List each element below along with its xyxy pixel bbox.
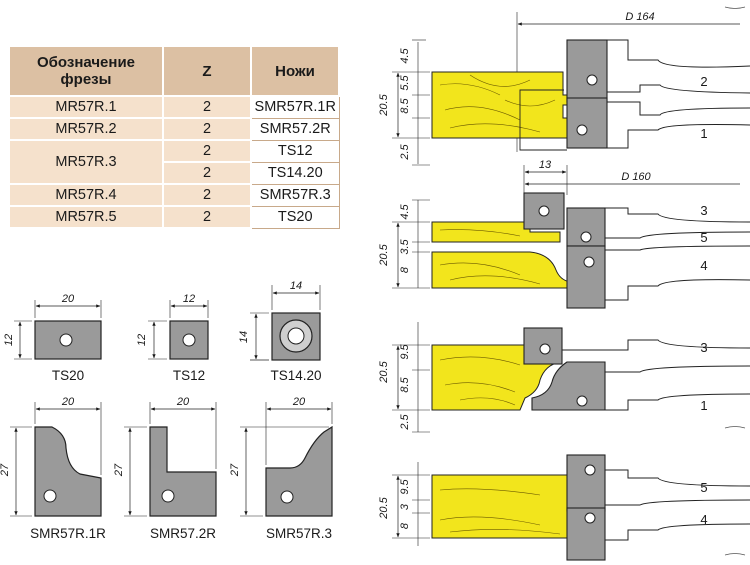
header-z: Z: [163, 47, 252, 97]
table-row: 2 TS14.20: [10, 161, 340, 185]
z-cell: 2: [163, 184, 252, 207]
header-knives: Ножи: [251, 47, 340, 97]
dim-height: 12: [3, 334, 15, 346]
z-cell: 2: [163, 206, 252, 229]
part-number: 1: [700, 126, 707, 141]
part-number: 3: [700, 340, 707, 355]
part-number: 2: [700, 74, 707, 89]
dim: 8: [399, 522, 411, 529]
dim-height: 27: [113, 463, 125, 477]
knife-cell: SMR57R.1R: [250, 95, 340, 119]
dim-total: 20.5: [378, 93, 390, 116]
assembly-4: 5 4 20.5 9.5 3 8: [378, 454, 750, 561]
knife-label: TS20: [52, 368, 84, 383]
dim-height: 12: [136, 334, 148, 346]
designation-cell: MR57R.2: [10, 118, 164, 141]
z-cell: 2: [163, 118, 252, 141]
dim: 2.5: [399, 413, 411, 430]
cutter-spec-table: Обозначение фрезы Z Ножи MR57R.1 2 SMR57…: [10, 47, 340, 229]
knife-label: TS12: [173, 368, 205, 383]
header-designation: Обозначение фрезы: [10, 47, 164, 97]
dim: 3.5: [399, 238, 411, 254]
dim-total: 20.5: [378, 496, 390, 519]
table-row: MR57R.5 2 TS20: [10, 205, 340, 229]
knife-label: SMR57.2R: [150, 526, 216, 541]
z-cell: 2: [163, 140, 252, 163]
dim-offset: 13: [539, 159, 552, 171]
dim: 5.5: [399, 74, 411, 90]
designation-cell: MR57R.3: [10, 140, 164, 185]
assembly-2: 13 D 160 3 5 4 20.5 4.5 3.5 8: [378, 159, 750, 309]
dim: 8: [399, 266, 411, 273]
part-number: 5: [700, 480, 707, 495]
dim-height: 27: [229, 463, 241, 477]
knife-smr57r-1r: 20 27 SMR57R.1R: [0, 396, 106, 541]
dim: 9.5: [399, 478, 411, 494]
z-cell: 2: [163, 162, 252, 185]
dim: 2.5: [399, 143, 411, 160]
knife-cell: SMR57R.3: [250, 183, 340, 207]
designation-cell: MR57R.5: [10, 206, 164, 229]
table-row: MR57R.3 2 TS12: [10, 139, 340, 185]
knife-ts20: 20 12 TS20: [3, 293, 102, 383]
dim-width: 20: [176, 396, 190, 408]
dim: 3: [399, 503, 411, 510]
dim-height: 14: [238, 331, 250, 343]
dim: 4.5: [399, 203, 411, 219]
part-number: 5: [700, 230, 707, 245]
dim: 8.5: [399, 97, 411, 113]
designation-cell: MR57R.1: [10, 96, 164, 119]
dim: 4.5: [399, 47, 411, 63]
dim-width: 20: [61, 396, 75, 408]
knife-label: SMR57R.1R: [30, 526, 106, 541]
diameter-label: D 164: [625, 11, 654, 23]
knife-cell: TS14.20: [250, 161, 340, 185]
knife-ts12: 12 12 TS12: [136, 293, 209, 383]
dim: 8.5: [399, 376, 411, 392]
dim-width: 20: [61, 293, 75, 305]
diameter-label: D 160: [621, 171, 651, 183]
knife-ts14-20: 14 14 TS14.20: [238, 280, 322, 383]
dim-total: 20.5: [378, 243, 390, 266]
part-number: 4: [700, 258, 707, 273]
dim-width: 14: [290, 280, 302, 292]
table-row: MR57R.1 2 SMR57R.1R: [10, 95, 340, 119]
z-cell: 2: [163, 96, 252, 119]
table-row: MR57R.4 2 SMR57R.3: [10, 183, 340, 207]
knife-smr57r-3: 20 27 SMR57R.3: [229, 396, 333, 541]
knife-label: TS14.20: [270, 368, 321, 383]
assembly-3: 3 1 20.5 9.5 8.5 2.5: [378, 322, 750, 433]
designation-cell: MR57R.4: [10, 184, 164, 207]
knife-label: SMR57R.3: [266, 526, 332, 541]
dim: 9.5: [399, 343, 411, 359]
dim-width: 12: [183, 293, 195, 305]
knife-smr57-2r: 20 27 SMR57.2R: [113, 396, 217, 541]
part-number: 3: [700, 203, 707, 218]
part-number: 4: [700, 512, 707, 527]
part-number: 1: [700, 398, 707, 413]
knife-cell: TS20: [250, 205, 340, 229]
assembly-1: D 164 2 1 20.5 4.5 5.5 8.5 2.5: [378, 6, 750, 166]
dim-height: 27: [0, 463, 11, 477]
dim-total: 20.5: [378, 360, 390, 383]
dim-width: 20: [292, 396, 306, 408]
